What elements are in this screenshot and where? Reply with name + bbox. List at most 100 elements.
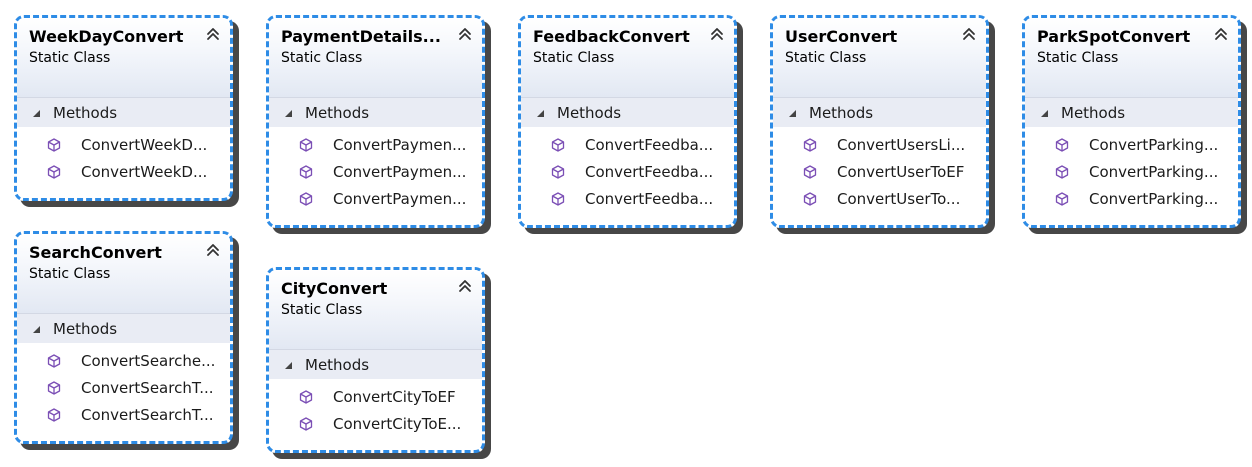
method-name: ConvertSearchT... xyxy=(81,378,214,397)
class-box-weekdayconvert[interactable]: WeekDayConvert Static Class Methods Conv… xyxy=(14,15,233,201)
method-item[interactable]: ConvertUserToEF xyxy=(773,158,986,185)
method-list: ConvertUsersLi... ConvertUserToEF Conver… xyxy=(773,127,986,212)
method-item[interactable]: ConvertCityToE... xyxy=(269,410,482,437)
triangle-collapse-icon[interactable] xyxy=(787,108,797,118)
method-cube-icon xyxy=(299,137,313,152)
class-box-paymentdetails[interactable]: PaymentDetails... Static Class Methods C… xyxy=(266,15,485,228)
double-chevron-up-icon[interactable] xyxy=(960,25,978,43)
method-item[interactable]: ConvertParking... xyxy=(1025,185,1238,212)
method-list: ConvertWeekD... ConvertWeekD... xyxy=(17,127,230,185)
methods-compartment-header[interactable]: Methods xyxy=(1025,97,1238,127)
method-name: ConvertWeekD... xyxy=(81,135,208,154)
class-header: ParkSpotConvert Static Class xyxy=(1025,18,1238,97)
compartment-label: Methods xyxy=(1061,103,1126,122)
compartment-label: Methods xyxy=(305,355,370,374)
method-item[interactable]: ConvertPaymen... xyxy=(269,158,482,185)
class-name: ParkSpotConvert xyxy=(1037,27,1191,46)
double-chevron-up-icon[interactable] xyxy=(204,241,222,259)
method-item[interactable]: ConvertParking... xyxy=(1025,131,1238,158)
class-name: WeekDayConvert xyxy=(29,27,184,46)
method-list: ConvertCityToEF ConvertCityToE... xyxy=(269,379,482,437)
method-cube-icon xyxy=(47,353,61,368)
method-item[interactable]: ConvertWeekD... xyxy=(17,131,230,158)
compartment-label: Methods xyxy=(53,319,118,338)
class-kind: Static Class xyxy=(281,50,363,66)
class-kind: Static Class xyxy=(29,50,111,66)
method-name: ConvertParking... xyxy=(1089,162,1219,181)
class-kind: Static Class xyxy=(533,50,615,66)
class-name: PaymentDetails... xyxy=(281,27,441,46)
compartment-label: Methods xyxy=(557,103,622,122)
class-header: SearchConvert Static Class xyxy=(17,234,230,313)
method-item[interactable]: ConvertPaymen... xyxy=(269,185,482,212)
class-box-feedbackconvert[interactable]: FeedbackConvert Static Class Methods Con… xyxy=(518,15,737,228)
methods-compartment-header[interactable]: Methods xyxy=(269,349,482,379)
class-header: FeedbackConvert Static Class xyxy=(521,18,734,97)
method-item[interactable]: ConvertFeedba... xyxy=(521,158,734,185)
method-list: ConvertPaymen... ConvertPaymen... Conver… xyxy=(269,127,482,212)
class-header: PaymentDetails... Static Class xyxy=(269,18,482,97)
method-name: ConvertFeedba... xyxy=(585,162,714,181)
class-box-userconvert[interactable]: UserConvert Static Class Methods Convert… xyxy=(770,15,989,228)
triangle-collapse-icon[interactable] xyxy=(283,108,293,118)
method-cube-icon xyxy=(299,164,313,179)
class-kind: Static Class xyxy=(29,266,111,282)
class-box-cityconvert[interactable]: CityConvert Static Class Methods Convert… xyxy=(266,267,485,453)
method-cube-icon xyxy=(803,191,817,206)
double-chevron-up-icon[interactable] xyxy=(204,25,222,43)
class-kind: Static Class xyxy=(1037,50,1119,66)
class-kind: Static Class xyxy=(281,302,363,318)
triangle-collapse-icon[interactable] xyxy=(31,324,41,334)
method-name: ConvertCityToEF xyxy=(333,387,456,406)
methods-compartment-header[interactable]: Methods xyxy=(17,313,230,343)
method-cube-icon xyxy=(299,416,313,431)
method-item[interactable]: ConvertParking... xyxy=(1025,158,1238,185)
double-chevron-up-icon[interactable] xyxy=(456,25,474,43)
double-chevron-up-icon[interactable] xyxy=(456,277,474,295)
method-item[interactable]: ConvertUserTo... xyxy=(773,185,986,212)
method-name: ConvertWeekD... xyxy=(81,162,208,181)
method-cube-icon xyxy=(1055,164,1069,179)
method-item[interactable]: ConvertSearchT... xyxy=(17,401,230,428)
method-cube-icon xyxy=(551,164,565,179)
method-cube-icon xyxy=(803,164,817,179)
triangle-collapse-icon[interactable] xyxy=(1039,108,1049,118)
method-item[interactable]: ConvertFeedba... xyxy=(521,185,734,212)
method-name: ConvertPaymen... xyxy=(333,135,467,154)
method-item[interactable]: ConvertCityToEF xyxy=(269,383,482,410)
class-box-parkspotconvert[interactable]: ParkSpotConvert Static Class Methods Con… xyxy=(1022,15,1241,228)
method-cube-icon xyxy=(803,137,817,152)
methods-compartment-header[interactable]: Methods xyxy=(269,97,482,127)
double-chevron-up-icon[interactable] xyxy=(708,25,726,43)
method-list: ConvertSearche... ConvertSearchT... Conv… xyxy=(17,343,230,428)
method-cube-icon xyxy=(551,191,565,206)
method-name: ConvertParking... xyxy=(1089,189,1219,208)
triangle-collapse-icon[interactable] xyxy=(535,108,545,118)
class-kind: Static Class xyxy=(785,50,867,66)
method-item[interactable]: ConvertFeedba... xyxy=(521,131,734,158)
method-cube-icon xyxy=(1055,137,1069,152)
method-list: ConvertParking... ConvertParking... Conv… xyxy=(1025,127,1238,212)
method-item[interactable]: ConvertSearche... xyxy=(17,347,230,374)
method-item[interactable]: ConvertSearchT... xyxy=(17,374,230,401)
method-name: ConvertCityToE... xyxy=(333,414,462,433)
methods-compartment-header[interactable]: Methods xyxy=(17,97,230,127)
methods-compartment-header[interactable]: Methods xyxy=(521,97,734,127)
triangle-collapse-icon[interactable] xyxy=(283,360,293,370)
method-item[interactable]: ConvertPaymen... xyxy=(269,131,482,158)
method-item[interactable]: ConvertWeekD... xyxy=(17,158,230,185)
method-name: ConvertSearche... xyxy=(81,351,216,370)
method-cube-icon xyxy=(47,164,61,179)
method-cube-icon xyxy=(551,137,565,152)
class-box-searchconvert[interactable]: SearchConvert Static Class Methods Conve… xyxy=(14,231,233,444)
compartment-label: Methods xyxy=(53,103,118,122)
class-header: WeekDayConvert Static Class xyxy=(17,18,230,97)
method-cube-icon xyxy=(1055,191,1069,206)
double-chevron-up-icon[interactable] xyxy=(1212,25,1230,43)
method-item[interactable]: ConvertUsersLi... xyxy=(773,131,986,158)
triangle-collapse-icon[interactable] xyxy=(31,108,41,118)
methods-compartment-header[interactable]: Methods xyxy=(773,97,986,127)
class-name: SearchConvert xyxy=(29,243,162,262)
class-name: CityConvert xyxy=(281,279,388,298)
method-cube-icon xyxy=(299,389,313,404)
